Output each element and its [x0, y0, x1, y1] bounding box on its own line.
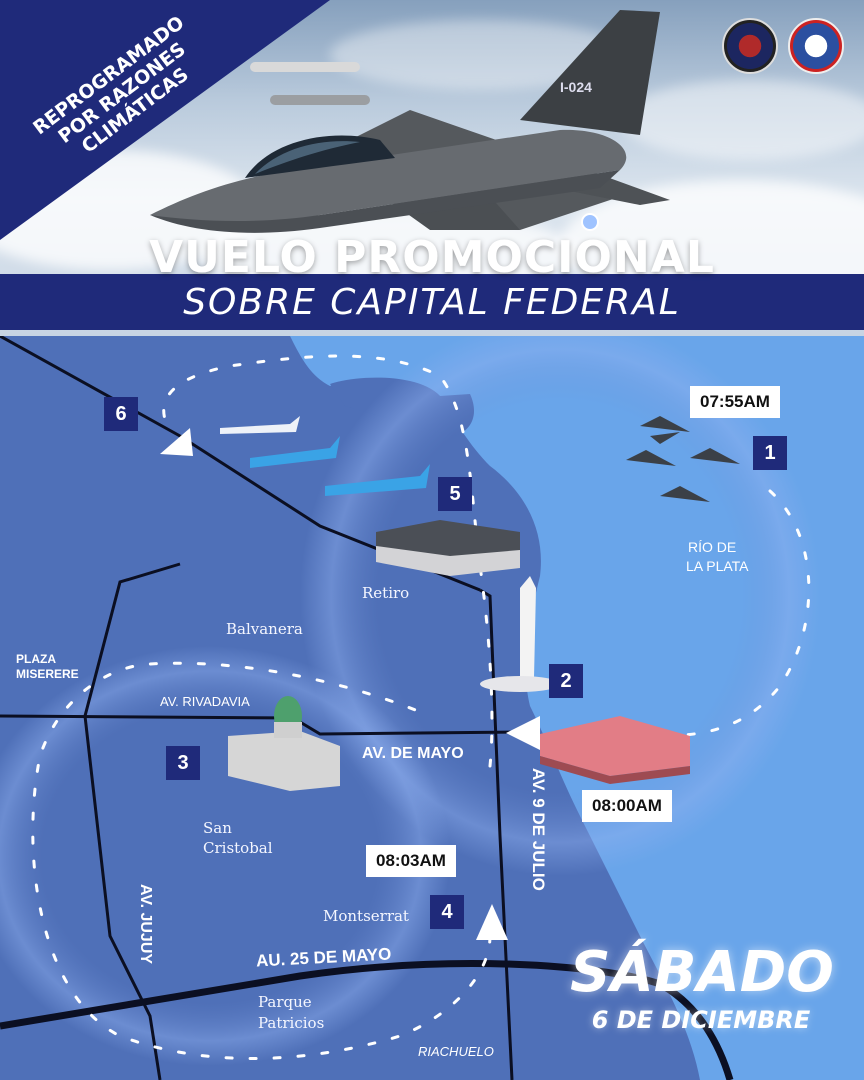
label-av-jujuy: AV. JUJUY — [137, 884, 154, 965]
header-photo: I-024 REPROGRAMADO POR RAZONES CLIMÁTICA… — [0, 0, 864, 336]
time-0755: 07:55AM — [690, 386, 780, 418]
label-riachuelo: RIACHUELO — [418, 1044, 494, 1059]
label-av-rivadavia: AV. RIVADAVIA — [160, 694, 250, 709]
reprogrammed-banner — [0, 0, 330, 240]
route-path-loop — [162, 354, 494, 768]
congreso-illustration — [228, 696, 340, 791]
squadron-logo — [722, 18, 778, 74]
neighborhood-san: San — [203, 819, 232, 837]
river-label-line1: RÍO DE — [688, 539, 737, 555]
direction-arrow-2 — [506, 716, 540, 750]
route-path-north — [648, 489, 811, 738]
waypoint-1: 1 — [753, 436, 787, 470]
neighborhood-parque: Parque — [258, 993, 312, 1011]
title-bar — [0, 274, 864, 330]
event-day: SÁBADO — [570, 940, 834, 1005]
waypoint-4: 4 — [430, 895, 464, 929]
neighborhood-retiro: Retiro — [362, 584, 410, 602]
tail-code: I-024 — [560, 79, 592, 95]
airliners-formation — [220, 416, 430, 496]
road-rivadavia — [0, 714, 301, 720]
waypoint-5: 5 — [438, 477, 472, 511]
road-jujuy-a — [83, 562, 181, 1080]
plaza-miserere-line2: MISERERE — [16, 667, 79, 681]
title-main: VUELO PROMOCIONAL — [149, 232, 715, 283]
retiro-station-illustration — [376, 520, 520, 576]
casa-rosada-illustration — [540, 716, 690, 784]
waypoint-3: 3 — [166, 746, 200, 780]
direction-arrow-4 — [476, 904, 508, 940]
unit-logo — [788, 18, 844, 74]
neighborhood-montserrat: Montserrat — [323, 907, 409, 925]
neighborhood-cristobal: Cristobal — [203, 839, 273, 857]
label-av-9-de-julio: AV. 9 DE JULIO — [529, 768, 548, 891]
road-autopista — [0, 960, 734, 1080]
title-sub: SOBRE CAPITAL FEDERAL — [183, 282, 681, 323]
river-label-line2: LA PLATA — [686, 558, 749, 574]
fighter-formation — [626, 416, 740, 502]
time-0803: 08:03AM — [366, 845, 456, 877]
neighborhood-patricios: Patricios — [258, 1014, 325, 1032]
time-0800: 08:00AM — [582, 790, 672, 822]
label-av-de-mayo: AV. DE MAYO — [362, 745, 464, 762]
waypoint-2: 2 — [549, 664, 583, 698]
direction-arrow-6 — [160, 428, 193, 456]
map-graphics — [0, 336, 864, 1080]
obelisk-illustration — [480, 576, 560, 692]
waypoint-6: 6 — [104, 397, 138, 431]
route-map: Retiro Balvanera San Cristobal Montserra… — [0, 336, 864, 1080]
plaza-miserere-line1: PLAZA — [16, 652, 56, 666]
neighborhood-balvanera: Balvanera — [226, 620, 303, 638]
event-date: 6 DE DICIEMBRE — [591, 1006, 811, 1034]
